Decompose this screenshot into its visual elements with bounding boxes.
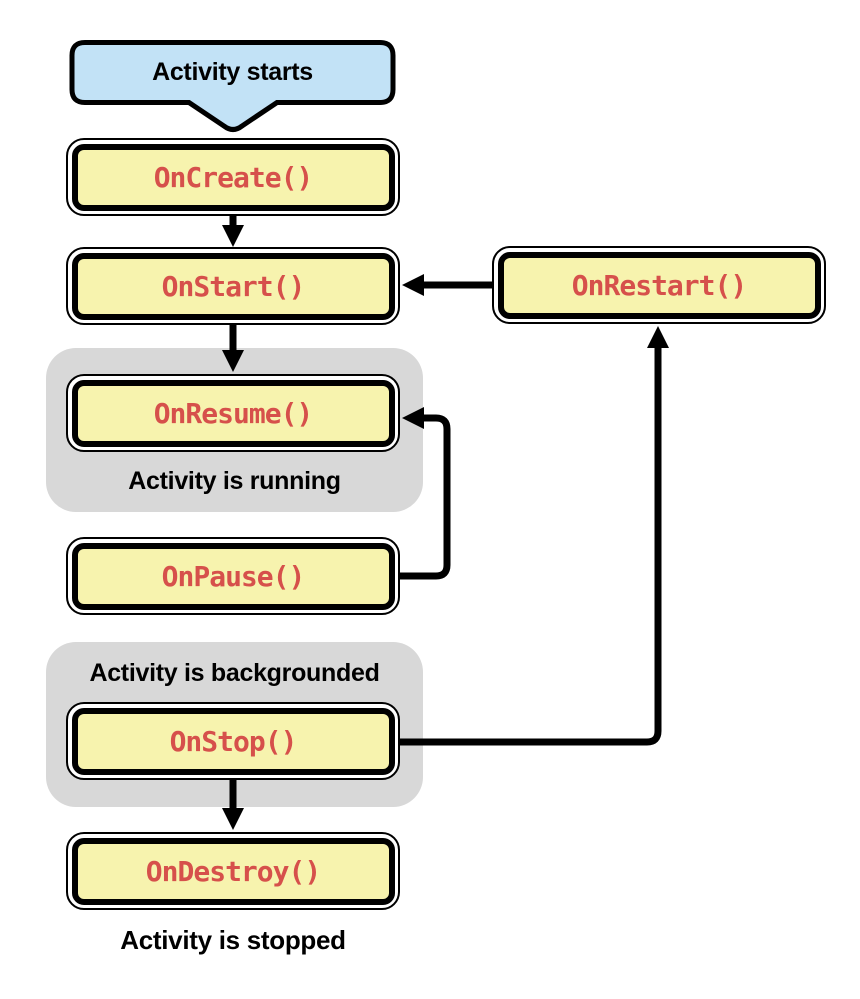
node-onpause-inner: OnPause()	[71, 542, 395, 610]
node-onstart: OnStart()	[66, 247, 400, 325]
node-onpause: OnPause()	[66, 537, 400, 615]
node-onrestart: OnRestart()	[492, 246, 826, 324]
arrowhead-oncreate-onstart	[222, 225, 244, 247]
node-onstart-label: OnStart()	[161, 269, 306, 303]
arrowhead-onstop-onrestart	[647, 326, 669, 348]
node-onresume-label: OnResume()	[153, 396, 314, 430]
node-onrestart-inner: OnRestart()	[497, 251, 821, 319]
node-oncreate-inner: OnCreate()	[71, 143, 395, 211]
node-onrestart-label: OnRestart()	[571, 268, 747, 302]
node-onresume-inner: OnResume()	[71, 379, 395, 447]
caption-activity-stopped: Activity is stopped	[120, 925, 346, 955]
group-activity-backgrounded-label: Activity is backgrounded	[89, 659, 380, 687]
node-onresume: OnResume()	[66, 374, 400, 452]
node-onstart-inner: OnStart()	[71, 252, 395, 320]
node-ondestroy: OnDestroy()	[66, 832, 400, 910]
node-oncreate-label: OnCreate()	[153, 160, 314, 194]
edge-onstop-onrestart	[400, 348, 662, 746]
node-onstop-inner: OnStop()	[71, 707, 395, 775]
start-terminator-label: Activity starts	[152, 57, 313, 86]
node-oncreate: OnCreate()	[66, 138, 400, 216]
node-onstop-label: OnStop()	[169, 724, 298, 758]
node-ondestroy-inner: OnDestroy()	[71, 837, 395, 905]
node-ondestroy-label: OnDestroy()	[145, 854, 321, 888]
group-activity-running: OnResume() Activity is running	[46, 348, 423, 512]
node-onpause-label: OnPause()	[161, 559, 306, 593]
group-activity-running-label: Activity is running	[128, 467, 341, 495]
arrowhead-onrestart-onstart	[402, 274, 424, 296]
node-onstop: OnStop()	[66, 702, 400, 780]
arrowhead-onstop-ondestroy	[222, 808, 244, 830]
group-activity-backgrounded: Activity is backgrounded OnStop()	[46, 642, 423, 807]
